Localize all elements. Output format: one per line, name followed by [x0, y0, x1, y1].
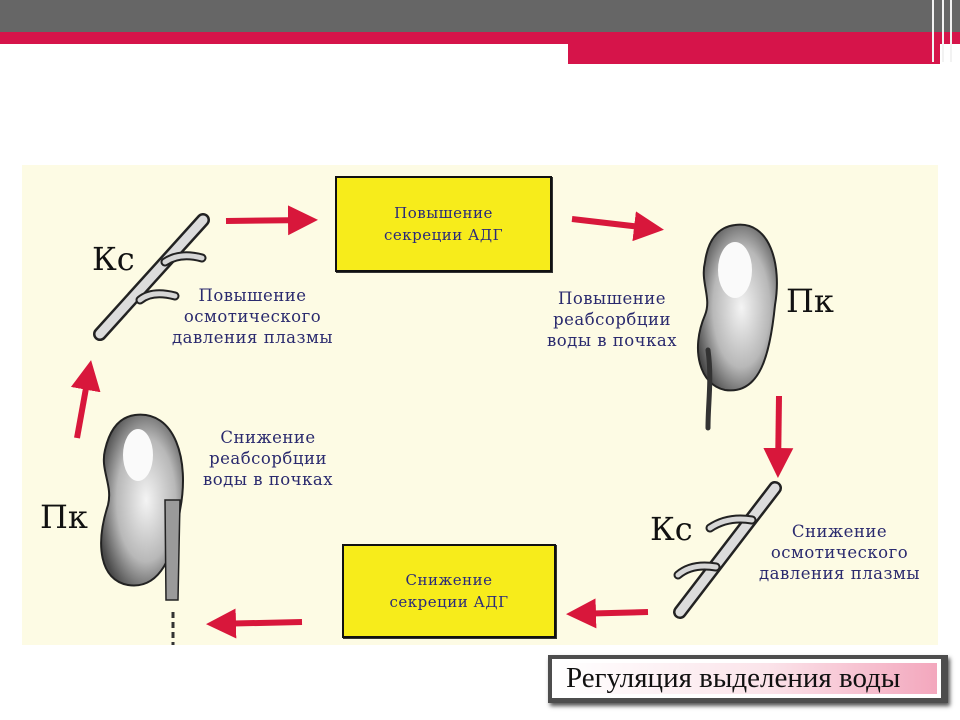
- kidney-tag: Пк: [40, 498, 88, 536]
- reabsorption-increase-label: Повышение реабсорбции воды в почках: [532, 288, 692, 351]
- decor-line: [932, 0, 934, 62]
- label-line: давления плазмы: [759, 564, 920, 583]
- label-line: осмотического: [183, 307, 322, 326]
- header-bar: [0, 0, 960, 32]
- label-line: реабсорбции: [553, 310, 671, 329]
- box-text: Повышение: [394, 204, 493, 222]
- label-line: воды в почках: [202, 470, 334, 489]
- label-line: давления плазмы: [172, 328, 333, 347]
- kidney-tag: Пк: [786, 282, 834, 320]
- slide-title-inner: Регуляция выделения воды: [558, 662, 937, 694]
- label-line: Снижение: [220, 428, 316, 447]
- kidney-icon: [696, 223, 778, 431]
- vessel-icon: [673, 481, 782, 619]
- kidney-icon: [100, 413, 184, 645]
- vessel-icon: [93, 213, 210, 341]
- adh-decrease-box: Снижение секреции АДГ: [342, 544, 556, 638]
- decor-line: [942, 0, 944, 62]
- box-text: Снижение: [405, 571, 493, 589]
- label-line: реабсорбции: [209, 449, 327, 468]
- decor-line: [950, 0, 952, 62]
- slide-title-banner: Регуляция выделения воды: [548, 655, 948, 703]
- box-text: секреции АДГ: [383, 226, 504, 244]
- adh-increase-box: Повышение секреции АДГ: [335, 176, 552, 272]
- label-line: Повышение: [198, 286, 307, 305]
- reabsorption-decrease-label: Снижение реабсорбции воды в почках: [188, 427, 348, 490]
- header-stripe: [0, 32, 960, 44]
- slide-title: Регуляция выделения воды: [566, 662, 901, 694]
- header-tab: [568, 44, 940, 64]
- box-text: секреции АДГ: [389, 593, 509, 611]
- label-line: осмотического: [770, 543, 909, 562]
- label-line: воды в почках: [546, 331, 678, 350]
- osmotic-increase-label: Повышение осмотического давления плазмы: [155, 285, 350, 348]
- label-line: Снижение: [791, 522, 888, 541]
- osmotic-decrease-label: Снижение осмотического давления плазмы: [742, 521, 937, 584]
- vessel-tag: Кс: [92, 240, 135, 278]
- arrow: [70, 205, 794, 639]
- vessel-tag: Кс: [650, 510, 693, 548]
- label-line: Повышение: [557, 289, 667, 308]
